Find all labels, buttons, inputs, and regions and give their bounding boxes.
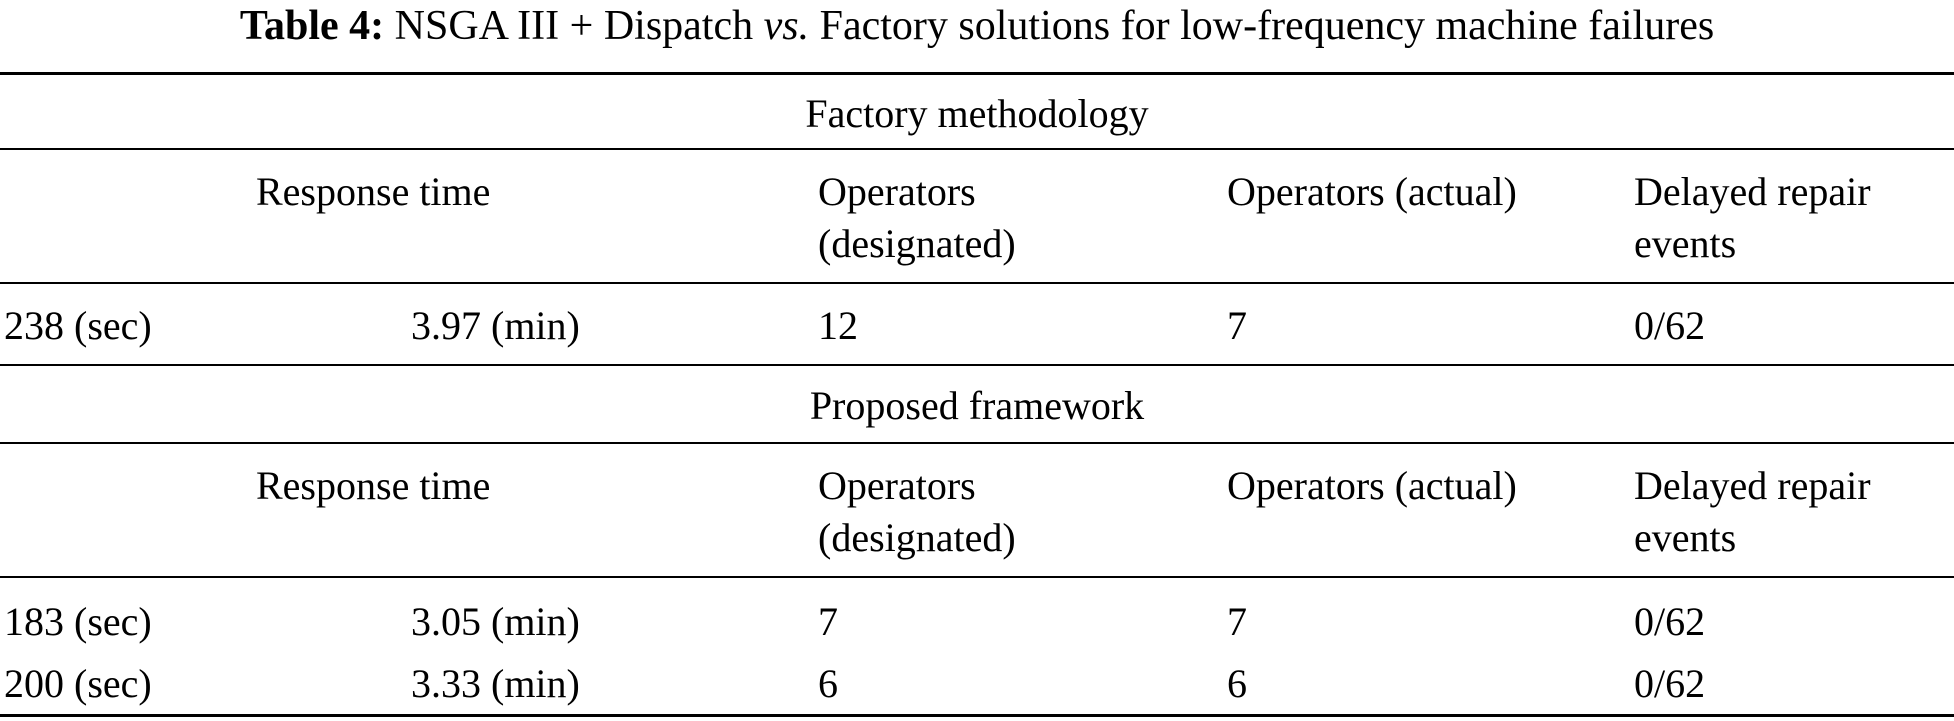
header-rule	[0, 282, 1954, 284]
header-response-time: Response time	[256, 463, 491, 508]
cell-operators-designated: 6	[818, 661, 838, 706]
cell-operators-actual: 7	[1227, 599, 1247, 644]
cell-operators-actual: 7	[1227, 303, 1247, 348]
header-delayed-repair-2: events	[1634, 221, 1737, 266]
caption-text-a: NSGA III + Dispatch	[394, 3, 754, 49]
caption-vs: vs.	[763, 3, 810, 49]
cell-response-sec: 183 (sec)	[4, 599, 152, 644]
cell-response-sec: 238 (sec)	[4, 303, 152, 348]
header-operators-designated-2: (designated)	[818, 221, 1016, 266]
top-rule	[0, 72, 1954, 75]
section-rule	[0, 442, 1954, 444]
caption-label: Table 4:	[239, 3, 385, 49]
header-delayed-repair-2: events	[1634, 515, 1737, 560]
cell-delayed-repair: 0/62	[1634, 303, 1706, 348]
cell-response-min: 3.97 (min)	[411, 303, 580, 348]
header-operators-actual: Operators (actual)	[1227, 169, 1517, 214]
cell-response-min: 3.05 (min)	[411, 599, 580, 644]
header-delayed-repair: Delayed repair	[1634, 169, 1871, 214]
table-caption: Table 4: NSGA III + Dispatch vs. Factory…	[0, 0, 1954, 52]
header-operators-designated: Operators	[818, 463, 976, 508]
bottom-rule	[0, 714, 1954, 717]
header-delayed-repair: Delayed repair	[1634, 463, 1871, 508]
cell-operators-actual: 6	[1227, 661, 1247, 706]
header-rule	[0, 576, 1954, 578]
header-operators-actual: Operators (actual)	[1227, 463, 1517, 508]
section-title-factory: Factory methodology	[805, 91, 1149, 136]
caption-text-b: Factory solutions for low-frequency mach…	[819, 3, 1715, 49]
cell-operators-designated: 7	[818, 599, 838, 644]
section-divider-rule	[0, 364, 1954, 366]
header-operators-designated-2: (designated)	[818, 515, 1016, 560]
cell-delayed-repair: 0/62	[1634, 599, 1706, 644]
header-response-time: Response time	[256, 169, 491, 214]
cell-operators-designated: 12	[818, 303, 858, 348]
section-title-proposed: Proposed framework	[809, 383, 1145, 428]
section-rule	[0, 148, 1954, 150]
header-operators-designated: Operators	[818, 169, 976, 214]
cell-delayed-repair: 0/62	[1634, 661, 1706, 706]
cell-response-sec: 200 (sec)	[4, 661, 152, 706]
cell-response-min: 3.33 (min)	[411, 661, 580, 706]
